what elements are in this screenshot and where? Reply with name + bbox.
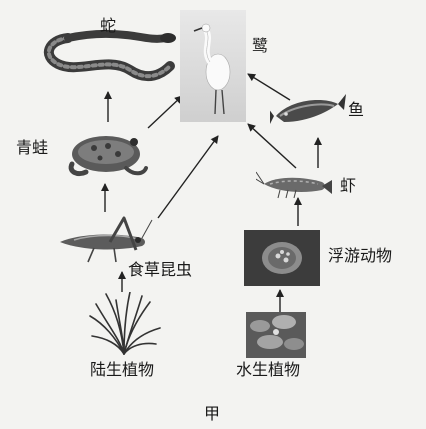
- snake-image: [43, 29, 176, 82]
- snake-label: 蛇: [100, 16, 117, 35]
- arrow-fish-to-heron: [247, 73, 291, 101]
- land-plant-label: 陆生植物: [90, 360, 155, 379]
- heron-label: 鹭: [252, 36, 269, 55]
- insect-image: [60, 216, 153, 263]
- arrow-frog-to-heron: [147, 95, 183, 129]
- frog-label: 青蛙: [16, 138, 49, 157]
- frog-image: [68, 136, 148, 177]
- fish-label: 鱼: [348, 100, 365, 119]
- insect-label: 食草昆虫: [128, 260, 193, 279]
- land-plant-image: [89, 292, 161, 355]
- water-plant-label: 水生植物: [236, 360, 301, 379]
- shrimp-image: [256, 171, 332, 199]
- shrimp-label: 虾: [340, 176, 357, 195]
- arrow-insect-to-heron: [157, 135, 219, 219]
- plankton-label: 浮游动物: [328, 246, 393, 265]
- arrow-shrimp-to-heron: [247, 123, 297, 169]
- plankton-image: [244, 230, 320, 286]
- water-plant-image: [246, 312, 306, 358]
- fish-image: [270, 94, 346, 124]
- heron-image: [180, 10, 246, 122]
- figure-caption: 甲: [204, 404, 221, 423]
